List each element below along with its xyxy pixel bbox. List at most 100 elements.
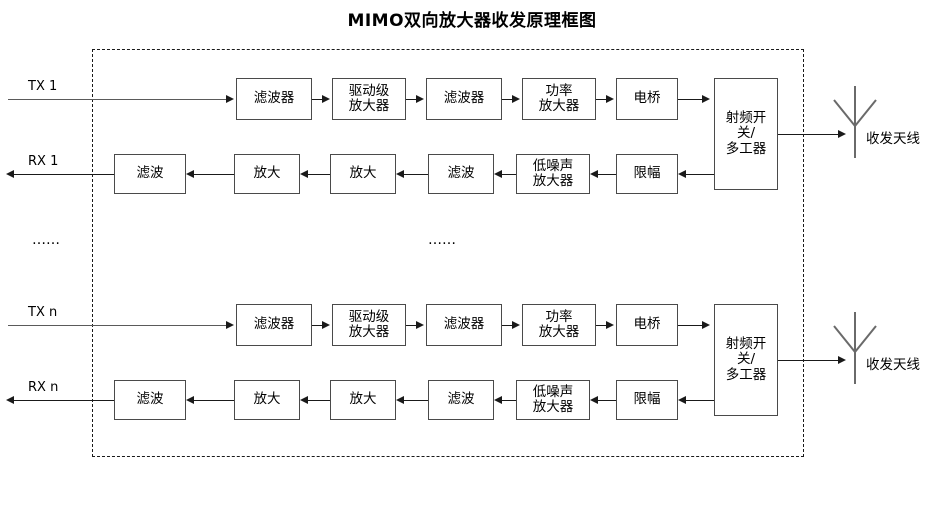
tx-block-driver-amp-1-label: 驱动级 放大器 [348,82,390,114]
tx-block-driver-amp-n: 驱动级 放大器 [332,304,406,346]
antenna-symbol-n [833,312,877,384]
rx-block-filter-na: 滤波 [114,380,186,420]
rx-block-filter-1b-label: 滤波 [447,165,475,182]
tx-arrow-1c [512,94,520,103]
tx-wire-nc [502,325,514,326]
antenna-label-1: 收发天线 [866,131,920,147]
tx-wire-1d [596,99,608,100]
antenna-wire-1 [778,134,840,135]
rx-wire-1f [686,174,714,175]
tx-arrow-1e [702,94,710,103]
tx-input-wire-1 [8,99,226,100]
rx-block-amp-na: 放大 [234,380,300,420]
tx-wire-nd [596,325,608,326]
rx-wire-nc [404,400,428,401]
rx-block-lna-1-label: 低噪声 放大器 [532,157,574,189]
tx-wire-1b [406,99,418,100]
rx-wire-1a [194,174,234,175]
antenna-label-n: 收发天线 [866,357,920,373]
rx-wire-1d [502,174,516,175]
rx-block-amp-1b: 放大 [330,154,396,194]
antenna-symbol-1 [833,86,877,158]
rx-block-lna-n-label: 低噪声 放大器 [532,383,574,415]
rx-block-lna-1: 低噪声 放大器 [516,154,590,194]
page-title: MIMO双向放大器收发原理框图 [347,11,597,31]
tx-block-driver-amp-1: 驱动级 放大器 [332,78,406,120]
rx-block-limiter-n-label: 限幅 [633,391,661,408]
tx-arrow-1b [416,94,424,103]
rx-block-filter-1b: 滤波 [428,154,494,194]
rx-arrow-nb [300,395,308,404]
tx-port-label-n: TX n [28,305,58,320]
tx-wire-1e [678,99,704,100]
rx-arrow-nc [396,395,404,404]
rx-block-limiter-1-label: 限幅 [633,165,661,182]
tx-input-arrow-1 [226,94,234,103]
tx-block-power-amp-1: 功率 放大器 [522,78,596,120]
rx-block-amp-1a-label: 放大 [253,165,281,182]
tx-block-driver-amp-n-label: 驱动级 放大器 [348,308,390,340]
rx-block-filter-nb: 滤波 [428,380,494,420]
rx-block-amp-nb-label: 放大 [349,391,377,408]
tx-block-filter-1a: 滤波器 [236,78,312,120]
tx-wire-1c [502,99,514,100]
rx-arrow-1b [300,169,308,178]
rx-arrow-1f [678,169,686,178]
tx-arrow-1d [606,94,614,103]
rx-wire-ne [598,400,616,401]
rx-port-label-n: RX n [28,380,59,395]
bidirectional-amplifier-boundary [92,49,804,457]
rx-block-filter-na-label: 滤波 [136,391,164,408]
tx-block-filter-1b-label: 滤波器 [443,90,485,107]
rx-arrow-1a [186,169,194,178]
rx-block-amp-1b-label: 放大 [349,165,377,182]
rx-output-arrow-n [6,395,14,404]
tx-input-arrow-n [226,320,234,329]
tx-block-bridge-n: 电桥 [616,304,678,346]
rx-block-limiter-1: 限幅 [616,154,678,194]
rf-switch-multiplexer-n-label: 射频开 关/ 多工器 [725,336,767,383]
rx-wire-nd [502,400,516,401]
ellipsis-middle: …… [428,232,456,248]
rx-arrow-nf [678,395,686,404]
tx-block-filter-na: 滤波器 [236,304,312,346]
tx-block-power-amp-n: 功率 放大器 [522,304,596,346]
rx-block-filter-1a: 滤波 [114,154,186,194]
antenna-wire-n [778,360,840,361]
tx-block-power-amp-1-label: 功率 放大器 [538,82,580,114]
rx-port-label-1: RX 1 [28,154,59,169]
rf-switch-multiplexer-1: 射频开 关/ 多工器 [714,78,778,190]
tx-arrow-nc [512,320,520,329]
rx-arrow-1e [590,169,598,178]
rx-arrow-nd [494,395,502,404]
tx-arrow-1a [322,94,330,103]
tx-block-filter-nb: 滤波器 [426,304,502,346]
tx-arrow-nb [416,320,424,329]
tx-wire-na [312,325,324,326]
rx-wire-nb [308,400,330,401]
rx-wire-nf [686,400,714,401]
tx-arrow-ne [702,320,710,329]
rx-wire-1b [308,174,330,175]
rx-arrow-ne [590,395,598,404]
tx-block-filter-na-label: 滤波器 [253,316,295,333]
antenna-arrow-1 [838,129,846,138]
tx-block-bridge-1: 电桥 [616,78,678,120]
ellipsis-left: …… [32,232,60,248]
rx-block-amp-na-label: 放大 [253,391,281,408]
antenna-arrow-n [838,355,846,364]
tx-block-filter-1a-label: 滤波器 [253,90,295,107]
tx-arrow-nd [606,320,614,329]
rf-switch-multiplexer-1-label: 射频开 关/ 多工器 [725,110,767,157]
rx-block-amp-1a: 放大 [234,154,300,194]
rx-block-filter-1a-label: 滤波 [136,165,164,182]
rx-block-filter-nb-label: 滤波 [447,391,475,408]
tx-arrow-na [322,320,330,329]
rx-output-wire-1 [14,174,114,175]
tx-wire-nb [406,325,418,326]
tx-port-label-1: TX 1 [28,79,58,94]
rf-switch-multiplexer-n: 射频开 关/ 多工器 [714,304,778,416]
tx-wire-ne [678,325,704,326]
rx-output-wire-n [14,400,114,401]
